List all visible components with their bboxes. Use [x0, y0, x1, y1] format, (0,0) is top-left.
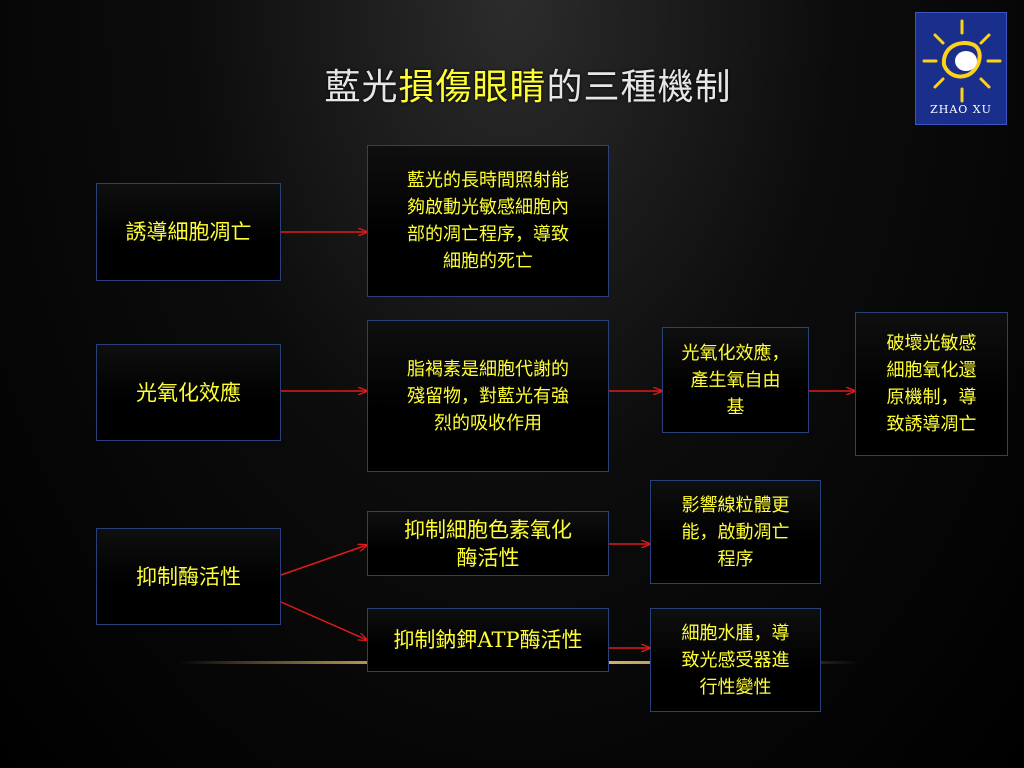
slide-title: 藍光損傷眼睛的三種機制 — [0, 58, 1024, 110]
title-part-3: 的三種機制 — [546, 67, 732, 108]
title-part-1: 藍光 — [324, 67, 399, 108]
title-highlight: 損傷眼睛 — [398, 67, 547, 108]
arrow-enzyme-to-branch1 — [280, 545, 367, 576]
mechanism-apoptosis-label: 誘導細胞凋亡 — [125, 220, 252, 244]
mechanism-photo-oxidation-box: 光氧化效應 — [96, 344, 281, 441]
arrow-enzyme-to-branch2 — [280, 601, 367, 640]
cytochrome-oxidase-box: 抑制細胞色素氧化 酶活性 — [367, 511, 609, 576]
redox-damage-text: 破壞光敏感 細胞氧化還 原機制，導 致誘導凋亡 — [886, 333, 977, 435]
lipofuscin-detail-text: 脂褐素是細胞代謝的 殘留物，對藍光有強 烈的吸收作用 — [407, 358, 569, 434]
apoptosis-detail-box: 藍光的長時間照射能 夠啟動光敏感細胞內 部的凋亡程序，導致 細胞的死亡 — [367, 145, 609, 297]
cytochrome-oxidase-text: 抑制細胞色素氧化 酶活性 — [404, 517, 572, 570]
logo-text: ZHAO XU — [930, 103, 992, 116]
mechanism-apoptosis-box: 誘導細胞凋亡 — [96, 183, 281, 281]
mechanism-enzyme-label: 抑制酶活性 — [136, 564, 241, 589]
cell-edema-result-text: 細胞水腫，導 致光感受器進 行性變性 — [681, 622, 790, 698]
free-radical-text: 光氧化效應， 產生氧自由 基 — [681, 342, 790, 418]
cell-edema-result-box: 細胞水腫，導 致光感受器進 行性變性 — [650, 608, 821, 712]
na-k-atpase-text: 抑制鈉鉀ATP酶活性 — [393, 628, 583, 652]
redox-damage-box: 破壞光敏感 細胞氧化還 原機制，導 致誘導凋亡 — [855, 312, 1008, 456]
mitochondria-result-text: 影響線粒體更 能，啟動凋亡 程序 — [681, 494, 790, 570]
mechanism-enzyme-box: 抑制酶活性 — [96, 528, 281, 625]
lipofuscin-detail-box: 脂褐素是細胞代謝的 殘留物，對藍光有強 烈的吸收作用 — [367, 320, 609, 472]
free-radical-box: 光氧化效應， 產生氧自由 基 — [662, 327, 809, 433]
sun-logo-icon — [922, 19, 1002, 103]
mitochondria-result-box: 影響線粒體更 能，啟動凋亡 程序 — [650, 480, 821, 584]
zhao-xu-logo: ZHAO XU — [915, 12, 1007, 125]
na-k-atpase-box: 抑制鈉鉀ATP酶活性 — [367, 608, 609, 672]
mechanism-photo-oxidation-label: 光氧化效應 — [136, 380, 241, 405]
apoptosis-detail-text: 藍光的長時間照射能 夠啟動光敏感細胞內 部的凋亡程序，導致 細胞的死亡 — [407, 170, 569, 272]
